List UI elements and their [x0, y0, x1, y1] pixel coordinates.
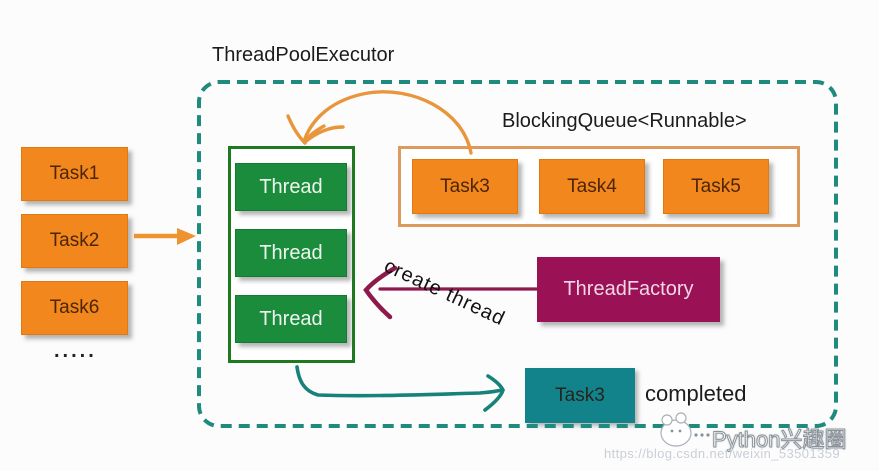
- blocking-queue-title: BlockingQueue<Runnable>: [502, 110, 747, 132]
- pool-thread-1: Thread: [235, 163, 347, 211]
- queued-task-4: Task4: [539, 159, 645, 214]
- pool-thread-3: Thread: [235, 295, 347, 343]
- pending-task-2: Task2: [21, 214, 128, 268]
- diagram-title: ThreadPoolExecutor: [212, 44, 395, 66]
- more-tasks-ellipsis: .....: [54, 340, 97, 362]
- queue-to-pool-arrow: [286, 90, 473, 155]
- completed-label: completed: [645, 381, 747, 406]
- create-thread-label: create thread: [380, 255, 509, 331]
- pending-task-1: Task1: [21, 147, 128, 201]
- thread-factory-box: ThreadFactory: [537, 257, 720, 322]
- completed-task-box: Task3: [525, 368, 635, 423]
- completed-arrow: [295, 365, 505, 412]
- watermark-brand: Python兴趣圈: [712, 427, 847, 453]
- task-feed-arrow: [134, 228, 196, 245]
- pool-thread-2: Thread: [235, 229, 347, 277]
- watermark-url: https://blog.csdn.net/weixin_53501359: [604, 446, 840, 461]
- queued-task-5: Task5: [663, 159, 769, 214]
- queued-task-3: Task3: [412, 159, 518, 214]
- pending-task-6: Task6: [21, 281, 128, 335]
